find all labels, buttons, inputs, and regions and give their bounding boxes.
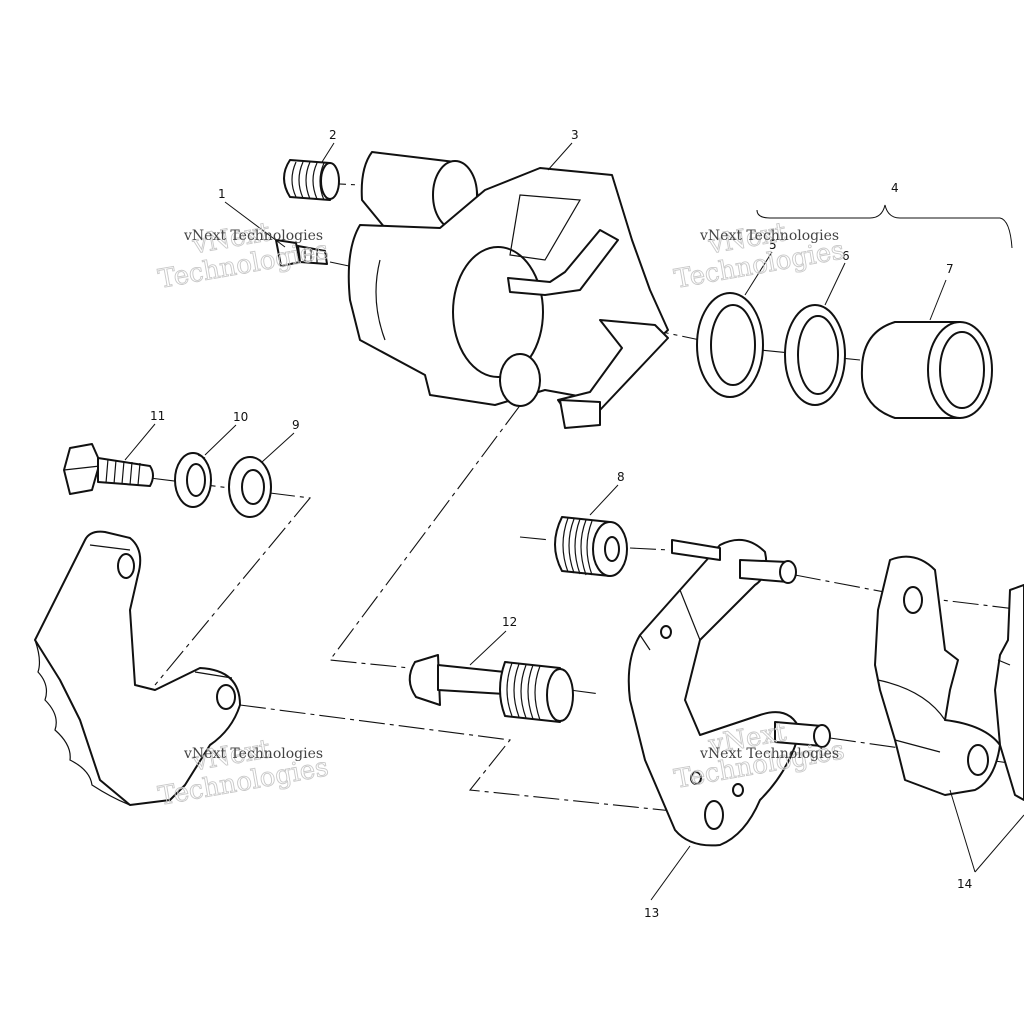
watermark-top-left: vNext Technologies [156, 217, 332, 296]
callout-7: 7 [946, 262, 954, 276]
callout-11: 11 [150, 409, 165, 423]
part-14-brake-pad-rear [994, 584, 1024, 801]
watermark-bottom-right: vNext Technologies [672, 717, 848, 796]
callout-labels: 1 2 3 4 5 6 7 8 9 10 11 12 13 14 [150, 128, 972, 920]
watermark-small-bottom-right: vNext Technologies [699, 746, 839, 762]
callout-4: 4 [891, 181, 899, 195]
part-6-seal [784, 304, 846, 406]
callout-10: 10 [233, 410, 248, 424]
part-1-bleeder-screw [275, 239, 328, 267]
callout-9: 9 [292, 418, 300, 432]
callout-6: 6 [842, 249, 850, 263]
callout-12: 12 [502, 615, 517, 629]
part-2-plug [283, 159, 340, 201]
part-11-bolt [63, 443, 154, 495]
part-3-caliper-body [347, 151, 669, 429]
part-14-brake-pad-front [874, 555, 1001, 796]
mounting-knuckle [34, 530, 241, 806]
callout-13: 13 [644, 906, 659, 920]
part-10-lock-washer [174, 452, 212, 508]
leader-lines [124, 142, 1024, 901]
watermark-small-bottom-left: vNext Technologies [183, 746, 323, 762]
part-12-guide-pin [408, 654, 574, 723]
part-13-carrier-bracket [627, 538, 831, 847]
part-9-washer [228, 456, 272, 518]
part-4-bracket [756, 204, 1013, 249]
part-8-sleeve [554, 516, 628, 577]
callout-14: 14 [957, 877, 972, 891]
part-5-seal [696, 292, 764, 398]
callout-3: 3 [571, 128, 579, 142]
callout-8: 8 [617, 470, 625, 484]
watermark-small-top-left: vNext Technologies [183, 228, 323, 244]
watermark-top-right: vNext Technologies [672, 217, 848, 296]
callout-5: 5 [769, 238, 777, 252]
callout-2: 2 [329, 128, 337, 142]
watermark-small-top-right: vNext Technologies [699, 228, 839, 244]
callout-1: 1 [218, 187, 226, 201]
part-7-piston [860, 321, 993, 419]
